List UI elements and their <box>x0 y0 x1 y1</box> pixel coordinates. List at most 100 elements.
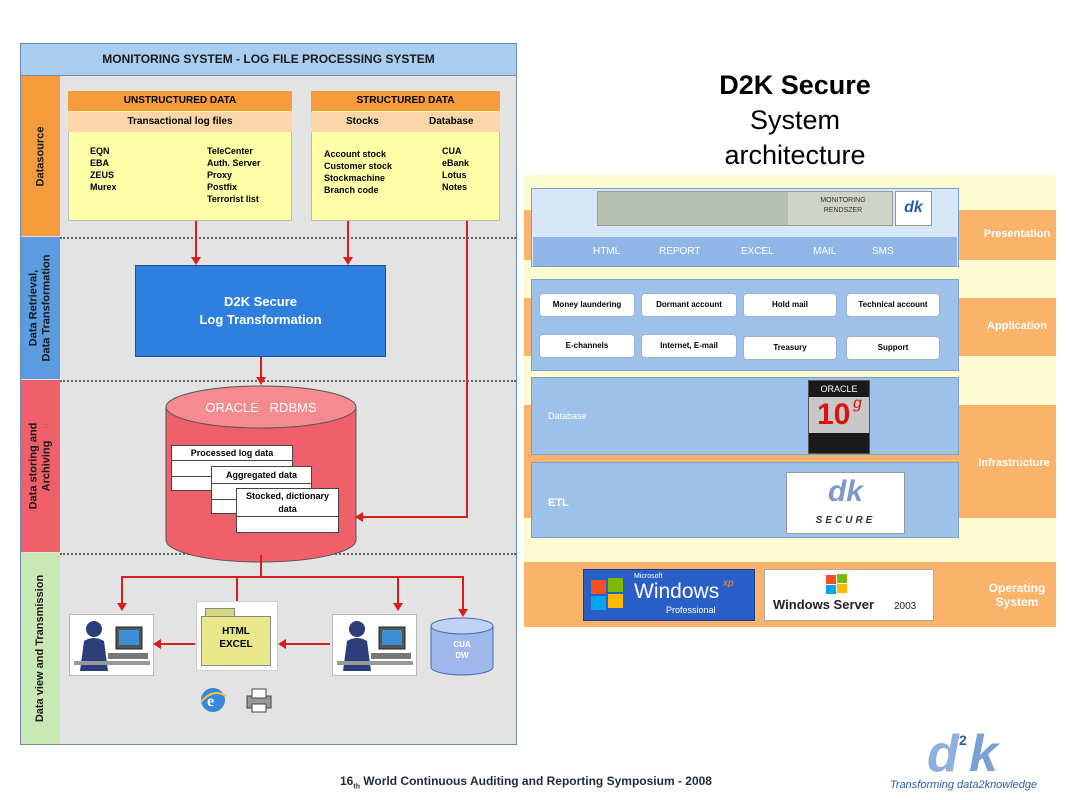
title-rest: System architecture <box>724 105 866 170</box>
band-label-datasource: Datasource <box>34 126 47 186</box>
database-panel <box>531 377 959 455</box>
microsoft-label: Microsoft <box>634 573 663 580</box>
stocks-label: Stocks <box>346 116 379 127</box>
unstructured-title: UNSTRUCTURED DATA <box>68 91 292 111</box>
flow-arrow <box>121 576 123 603</box>
table-title: Stocked, dictionary data <box>237 489 338 517</box>
database-layer-label: Database <box>548 411 587 421</box>
app-module: E-channels <box>539 334 635 358</box>
database-label: Database <box>429 116 474 127</box>
user-workstation <box>332 614 417 676</box>
arrow-head <box>153 639 161 649</box>
svg-text:2: 2 <box>959 732 967 748</box>
database-list: CUA eBank Lotus Notes <box>442 146 470 192</box>
cua-dw-cylinder <box>430 617 494 676</box>
slide-title: D2K Secure System architecture <box>660 68 930 173</box>
footer-ordinal: th <box>353 783 360 791</box>
monitoring-label: MONITORING RENDSZER <box>820 197 866 214</box>
flow-arrow <box>260 357 262 377</box>
svg-text:k: k <box>969 725 1001 778</box>
layer-label-application: Application <box>987 320 1047 332</box>
layer-label-operating-system: Operating System <box>988 581 1046 609</box>
footer-text: 16th World Continuous Auditing and Repor… <box>340 774 712 790</box>
unstructured-subtitle: Transactional log files <box>68 112 292 132</box>
nav-bar: HTML REPORT EXCEL MAIL SMS <box>533 237 957 266</box>
nav-item-sms: SMS <box>872 246 894 257</box>
band-label-storing: Data storing and Archiving <box>27 422 53 510</box>
d2k-company-logo-icon: d k 2 <box>925 723 1025 783</box>
arrow-head <box>393 603 403 611</box>
oracle-version: 10 <box>817 398 851 431</box>
secure-label: SECURE <box>815 515 876 526</box>
user-at-computer-icon <box>74 621 150 671</box>
band-data-view: Data view and Transmission <box>21 553 60 744</box>
flow-arrow <box>466 221 468 518</box>
arrow-head <box>343 257 353 265</box>
server-year-label: 2003 <box>894 601 917 612</box>
windows-flag-icon <box>826 574 847 594</box>
d2k-secure-logo: dk SECURE <box>786 472 905 534</box>
app-module: Hold mail <box>743 293 837 317</box>
flow-arrow <box>462 576 464 609</box>
band-data-retrieval: Data Retrieval, Data Transformation <box>21 237 60 379</box>
flow-arrow <box>362 516 468 518</box>
flow-arrow <box>121 576 464 578</box>
company-tagline: Transforming data2knowledge <box>890 779 1038 791</box>
svg-text:e: e <box>207 693 214 710</box>
user-workstation <box>69 614 154 676</box>
oracle-10g-logo-icon: ORACLE 10 g <box>808 380 870 454</box>
unstructured-sources-list: EQN EBA ZEUS Murex <box>90 146 117 192</box>
flow-arrow <box>236 576 238 603</box>
etl-label: ETL <box>548 497 569 509</box>
user-at-computer-icon <box>337 621 413 671</box>
app-module: Internet, E-mail <box>641 334 737 358</box>
app-module: Money laundering <box>539 293 635 317</box>
windows-label: Windows <box>634 580 720 603</box>
flow-arrow <box>397 576 399 603</box>
flow-arrow <box>347 221 349 257</box>
oracle-rdbms-label: ORACLE RDBMS <box>205 400 317 415</box>
structured-subheader: Stocks Database <box>311 112 500 132</box>
professional-label: Professional <box>666 605 716 615</box>
oracle-g: g <box>853 395 862 412</box>
arrow-head <box>355 512 363 522</box>
band-label-view: Data view and Transmission <box>34 574 46 723</box>
xp-label: xp <box>723 578 734 589</box>
flow-arrow <box>260 555 262 577</box>
nav-item-excel: EXCEL <box>741 246 774 257</box>
arrow-head <box>117 603 127 611</box>
cua-dw-label: CUA DW <box>453 640 471 660</box>
log-transformation-box: D2K Secure Log Transformation <box>135 265 386 357</box>
app-module: Dormant account <box>641 293 737 317</box>
windows-server-label: Windows Server <box>773 597 875 612</box>
nav-item-mail: MAIL <box>813 246 837 257</box>
layer-label-presentation: Presentation <box>983 228 1051 240</box>
layer-label-infrastructure: Infrastructure <box>978 457 1050 469</box>
nav-item-report: REPORT <box>659 246 701 257</box>
separator-line <box>60 380 516 382</box>
d2k-logo-icon: dk <box>827 475 863 508</box>
windows-xp-logo: Microsoft Windows xp Professional <box>583 569 755 621</box>
report-folder: HTML EXCEL <box>196 601 278 671</box>
diagram-header: MONITORING SYSTEM - LOG FILE PROCESSING … <box>21 44 516 76</box>
arrow-head <box>458 609 468 617</box>
flow-arrow <box>195 221 197 257</box>
app-module: Support <box>846 336 940 360</box>
title-bold: D2K Secure <box>719 70 871 100</box>
monitoring-banner: MONITORING RENDSZER <box>597 191 893 226</box>
oracle-brand: ORACLE <box>820 384 858 394</box>
separator-line <box>60 237 516 239</box>
band-data-storing: Data storing and Archiving <box>21 380 60 552</box>
table-title: Processed log data <box>172 446 292 461</box>
flow-arrow <box>285 643 330 645</box>
app-module: Treasury <box>743 336 837 360</box>
arrow-head <box>191 257 201 265</box>
dictionary-table: Stocked, dictionary data <box>236 488 339 533</box>
flow-arrow <box>160 643 195 645</box>
unstructured-sources-list: TeleCenter Auth. Server Proxy Postfix Te… <box>207 146 261 204</box>
banner-image <box>598 192 788 225</box>
arrow-head <box>256 377 266 385</box>
arrow-head <box>278 639 286 649</box>
nav-item-html: HTML <box>593 246 621 257</box>
windows-flag-icon <box>591 578 623 610</box>
